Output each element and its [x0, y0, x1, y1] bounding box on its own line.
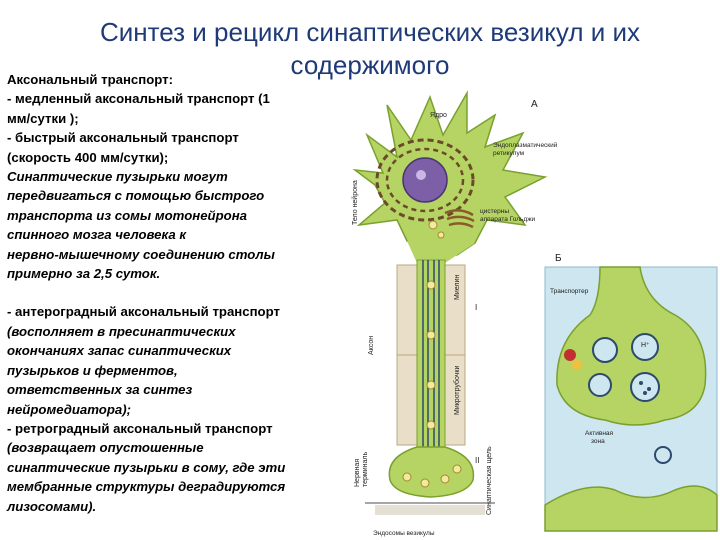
body-text: Аксональный транспорт: - медленный аксона… — [7, 70, 352, 516]
body-line: транспорта из сомы мотонейрона — [7, 207, 248, 223]
label-roman-2: II — [475, 456, 479, 465]
body-line: пузырьков и ферментов, — [7, 362, 178, 378]
body-line: (скорость 400 мм/сутки); — [7, 149, 169, 165]
label-terminal-2: терминаль — [362, 452, 369, 487]
label-active-1: Активная — [585, 430, 614, 437]
axon — [416, 259, 446, 451]
label-er-2: ретикулум — [493, 150, 525, 157]
body-line: ответственных за синтез — [7, 382, 193, 398]
body-line: нервно-мышечному соединению столы — [7, 246, 275, 262]
label-nucleus: Ядро — [430, 112, 447, 119]
label-microtubules: Микротрубочки — [453, 366, 461, 415]
body-line: - быстрый аксональный транспорт — [7, 130, 239, 146]
label-synaptic-cleft: Синаптическая щель — [486, 446, 493, 515]
neuron-diagram: Тело нейрона Миелин Аксон Микротрубочки … — [351, 90, 718, 537]
nucleus — [402, 157, 448, 203]
body-line: - антероградный аксональный транспорт — [7, 304, 280, 320]
label-transporter: Транспортер — [550, 288, 589, 295]
label-myelin: Миелин — [454, 275, 461, 300]
panel-b-label: Б — [555, 253, 562, 264]
label-er-1: Эндоплазматический — [493, 141, 558, 149]
body-line: спинного мозга человека к — [7, 227, 187, 243]
body-line: - ретроградный аксональный транспорт — [7, 420, 273, 436]
body-line: Синаптические пузырьки могут — [7, 169, 228, 185]
body-line: нейромедиатора); — [7, 401, 132, 417]
body-line: окончаниях запас синаптических — [7, 343, 232, 359]
body-line: - медленный аксональный транспорт (1 — [7, 91, 270, 107]
body-line: мм/сутки ); — [7, 110, 79, 126]
label-h-plus: H⁺ — [641, 342, 650, 349]
body-line: передвигаться с помощью быстрого — [7, 188, 265, 204]
label-golgi-1: цистерны — [480, 208, 509, 215]
label-roman-1: I — [475, 303, 477, 312]
label-soma: Тело нейрона — [351, 180, 359, 225]
body-line: Аксональный транспорт: — [7, 72, 174, 87]
body-line: мембранные структуры деградируются — [7, 479, 286, 495]
label-golgi-2: аппарата Гольджи — [480, 216, 536, 223]
label-axon: Аксон — [368, 336, 375, 355]
body-line: примерно за 2,5 суток. — [7, 266, 161, 282]
body-line: синаптические пузырьки в сому, где эти — [7, 459, 286, 475]
neuron-figure: Тело нейрона Миелин Аксон Микротрубочки … — [345, 85, 720, 540]
neuron-soma — [352, 90, 548, 256]
body-line — [7, 283, 352, 302]
slide-title: Синтез и рецикл синаптических везикул и … — [99, 17, 641, 80]
body-line: (возвращает опустошенные — [7, 440, 204, 456]
body-line: лизосомами). — [7, 498, 97, 514]
nerve-terminal — [388, 446, 475, 498]
label-terminal-1: Нервная — [354, 459, 361, 487]
body-line: (восполняет в пресинаптических — [7, 323, 236, 339]
panel-a-label: А — [531, 99, 538, 110]
label-endosome: Эндосомы везикулы — [373, 530, 435, 537]
label-active-2: зона — [591, 438, 605, 445]
